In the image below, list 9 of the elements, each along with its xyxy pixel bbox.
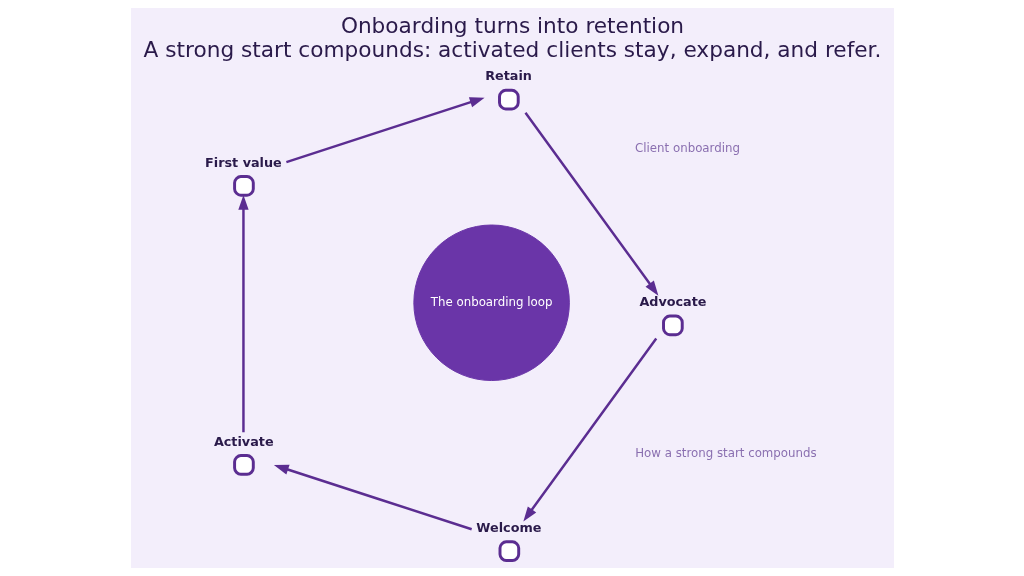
label: How a strong start compounds bbox=[634, 446, 817, 461]
node-label: First value bbox=[204, 154, 282, 170]
node-label: Retain bbox=[484, 68, 532, 84]
label: Client onboarding bbox=[634, 141, 740, 156]
node-label: Advocate bbox=[638, 294, 707, 310]
node-label: Activate bbox=[213, 433, 274, 449]
diagram-title: Onboarding turns into retention bbox=[340, 13, 684, 39]
caption: A strong start compounds: activated clients stay, expand, and refer. bbox=[143, 36, 881, 62]
node-label: Welcome bbox=[475, 519, 541, 535]
